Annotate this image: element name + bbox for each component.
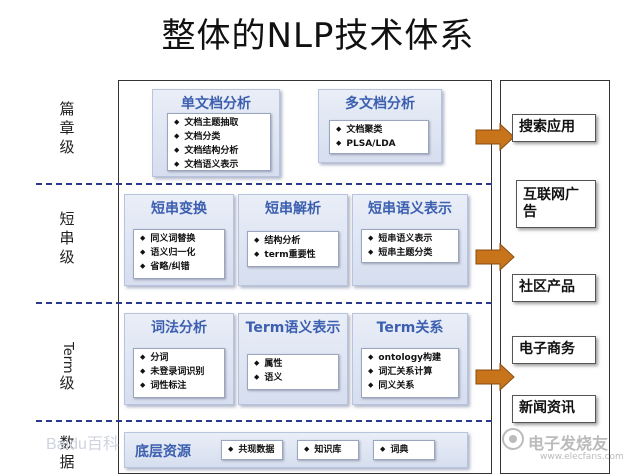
list-item: 词汇关系计算 — [368, 365, 452, 379]
app-news: 新闻资讯 — [512, 395, 596, 423]
list-item: 词典 — [380, 443, 428, 457]
list-item: 省略/纠错 — [140, 260, 218, 274]
app-ecommerce: 电子商务 — [512, 336, 596, 364]
level-label-term: Term 级 — [52, 340, 82, 393]
group-title: 短串变换 — [151, 201, 207, 217]
level-char: Term — [60, 342, 75, 374]
group-title: 短串语义表示 — [368, 201, 452, 217]
item-list: 属性 语义 — [247, 354, 339, 390]
list-item: 未登录词识别 — [140, 365, 218, 379]
app-internet-ads: 互联网广告 — [516, 180, 596, 228]
watermark-elecfans: 电子发烧友 — [528, 434, 609, 453]
list-item: 短串语义表示 — [368, 232, 452, 246]
item-list: 文档主题抽取 文档分类 文档结构分析 文档语义表示 — [167, 113, 271, 171]
group-lexical-analysis: 词法分析 分词 未登录词识别 词性标注 — [124, 313, 234, 405]
list-item: ontology构建 — [368, 351, 452, 365]
group-title: 词法分析 — [151, 320, 207, 336]
item-list: 知识库 — [297, 440, 359, 460]
level-char: 级 — [59, 138, 75, 156]
list-item: 文档聚类 — [336, 123, 422, 137]
list-item: 属性 — [254, 357, 332, 371]
app-community: 社区产品 — [512, 274, 596, 302]
group-title: 单文档分析 — [181, 96, 251, 112]
group-title: 底层资源 — [135, 444, 191, 460]
group-title: 多文档分析 — [345, 96, 415, 112]
group-base-resources: 底层资源 共现数据 知识库 词典 — [124, 432, 468, 468]
list-item: 结构分析 — [254, 234, 332, 248]
list-item: 词性标注 — [140, 379, 218, 393]
list-item: 同义关系 — [368, 379, 452, 393]
watermark-baidu: Baidu百科 — [46, 436, 119, 453]
elecfans-logo-icon — [502, 428, 524, 450]
item-list: 分词 未登录词识别 词性标注 — [133, 348, 225, 398]
list-item: 语义 — [254, 371, 332, 385]
item-list: ontology构建 词汇关系计算 同义关系 — [361, 348, 459, 398]
group-title: Term语义表示 — [245, 320, 341, 336]
group-term-relation: Term关系 ontology构建 词汇关系计算 同义关系 — [352, 313, 468, 405]
level-char: 级 — [59, 248, 75, 266]
item-list: 文档聚类 PLSA/LDA — [329, 120, 429, 154]
level-label-short-string: 短 串 级 — [52, 210, 82, 267]
level-label-data: 数 据 — [52, 434, 82, 472]
list-item: PLSA/LDA — [336, 137, 422, 151]
arrow-right-icon — [475, 122, 515, 152]
item-list: 同义词替换 语义归一化 省略/纠错 — [133, 229, 225, 279]
watermark-url: www.elecfans.com — [540, 452, 624, 462]
level-char: 篇 — [59, 100, 75, 118]
level-divider — [36, 302, 492, 304]
level-char: 短 — [59, 210, 75, 228]
list-item: 同义词替换 — [140, 232, 218, 246]
level-char: 据 — [59, 453, 75, 471]
level-divider — [36, 183, 492, 185]
group-multi-doc-analysis: 多文档分析 文档聚类 PLSA/LDA — [318, 89, 442, 163]
list-item: 知识库 — [304, 443, 352, 457]
arrow-right-icon — [475, 242, 515, 272]
list-item: 文档结构分析 — [174, 144, 264, 158]
list-item: 文档语义表示 — [174, 158, 264, 172]
list-item: 分词 — [140, 351, 218, 365]
list-item: term重要性 — [254, 248, 332, 262]
arrow-right-icon — [475, 362, 515, 392]
group-term-semantic: Term语义表示 属性 语义 — [238, 313, 348, 405]
item-list: 结构分析 term重要性 — [247, 231, 339, 267]
group-short-string-semantic: 短串语义表示 短串语义表示 短串主题分类 — [352, 194, 468, 286]
level-divider — [36, 420, 492, 422]
list-item: 文档主题抽取 — [174, 116, 264, 130]
list-item: 短串主题分类 — [368, 246, 452, 260]
page-title: 整体的NLP技术体系 — [161, 16, 475, 56]
list-item: 语义归一化 — [140, 246, 218, 260]
level-label-chapter: 篇 章 级 — [52, 100, 82, 157]
item-list: 词典 — [373, 440, 435, 460]
list-item: 共现数据 — [228, 443, 276, 457]
item-list: 共现数据 — [221, 440, 283, 460]
level-char: 数 — [59, 434, 75, 452]
group-short-string-transform: 短串变换 同义词替换 语义归一化 省略/纠错 — [124, 194, 234, 286]
group-title: 短串解析 — [265, 201, 321, 217]
level-char: 章 — [59, 119, 75, 137]
app-search: 搜索应用 — [512, 114, 596, 142]
level-char: 串 — [59, 229, 75, 247]
level-char: 级 — [59, 374, 75, 392]
group-title: Term关系 — [376, 320, 444, 336]
group-short-string-parsing: 短串解析 结构分析 term重要性 — [238, 194, 348, 286]
list-item: 文档分类 — [174, 130, 264, 144]
group-single-doc-analysis: 单文档分析 文档主题抽取 文档分类 文档结构分析 文档语义表示 — [152, 89, 280, 177]
item-list: 短串语义表示 短串主题分类 — [361, 229, 459, 263]
